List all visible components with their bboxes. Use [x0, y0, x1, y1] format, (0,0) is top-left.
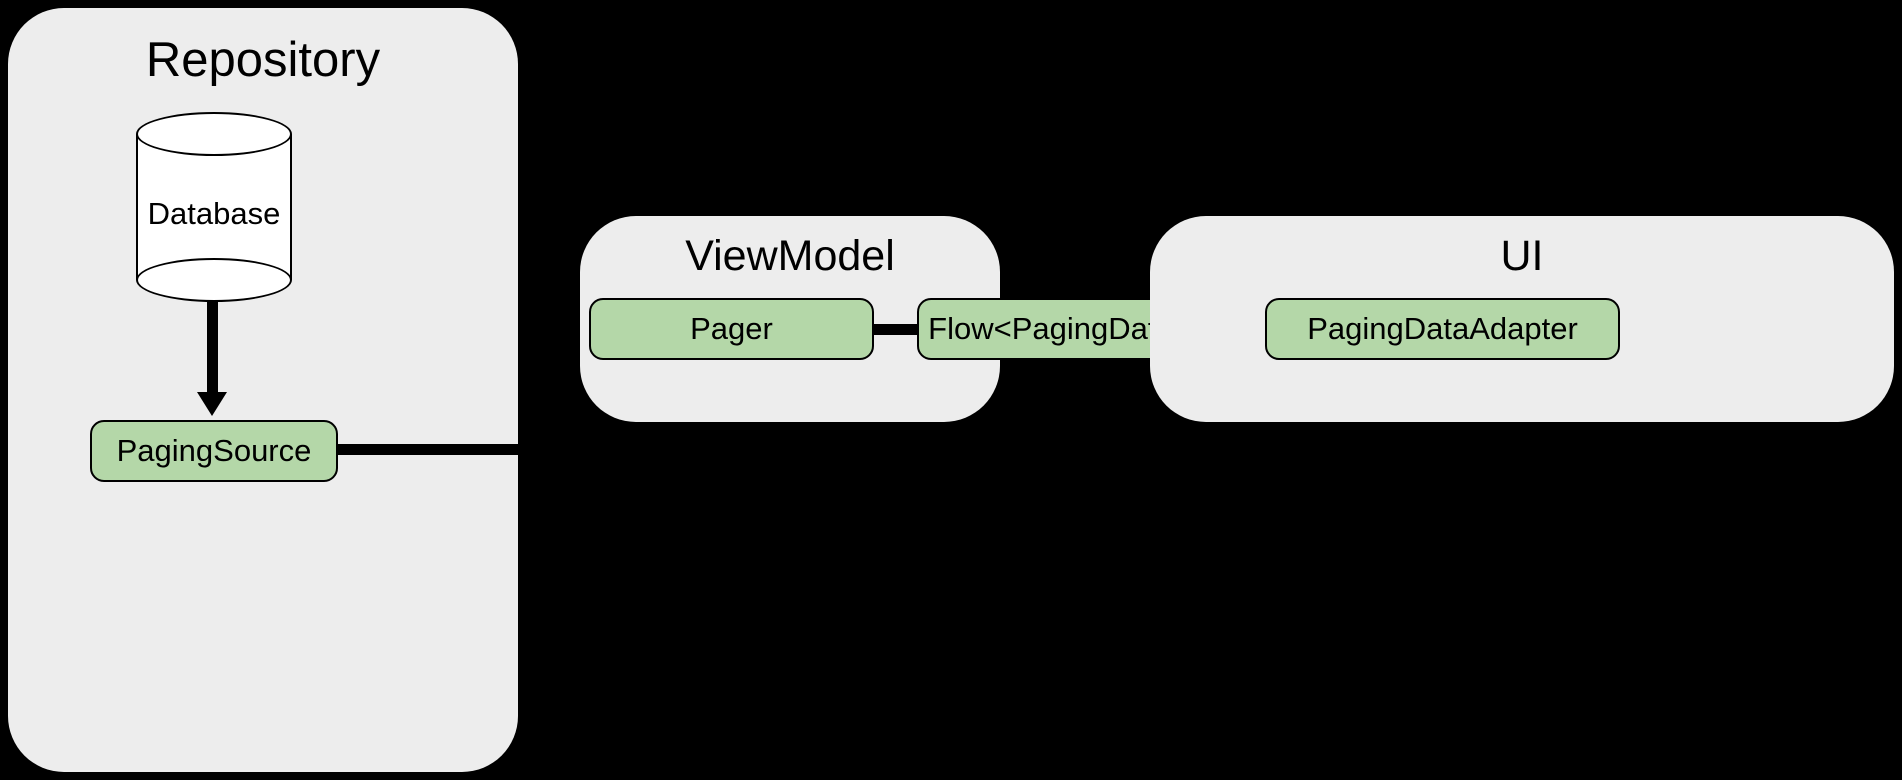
edge-database-to-pagingsource-line [207, 300, 218, 396]
node-paging-source[interactable]: PagingSource [90, 420, 338, 482]
edge-pagingsource-to-pager-arrowhead [560, 318, 582, 344]
group-ui-title: UI [1500, 232, 1544, 280]
database-label: Database [147, 196, 281, 231]
cylinder-bottom-ellipse [136, 258, 292, 302]
node-paging-source-label: PagingSource [116, 433, 312, 468]
node-pager-label: Pager [690, 311, 773, 346]
edge-database-to-pagingsource-arrowhead [197, 392, 227, 416]
cylinder-top-ellipse [136, 112, 292, 156]
database-cylinder: Database [136, 112, 292, 302]
edge-pagingsource-to-pager-line [338, 444, 518, 455]
node-paging-data-adapter[interactable]: PagingDataAdapter [1265, 298, 1620, 360]
node-paging-data-adapter-label: PagingDataAdapter [1307, 311, 1578, 346]
group-viewmodel-title: ViewModel [685, 232, 895, 280]
edge-pager-to-flow-line [874, 324, 919, 335]
group-repository-title: Repository [145, 33, 381, 87]
cylinder-body [136, 134, 292, 280]
node-flow-paging-data-label: Flow<PagingData> [928, 311, 1192, 346]
node-pager[interactable]: Pager [589, 298, 874, 360]
